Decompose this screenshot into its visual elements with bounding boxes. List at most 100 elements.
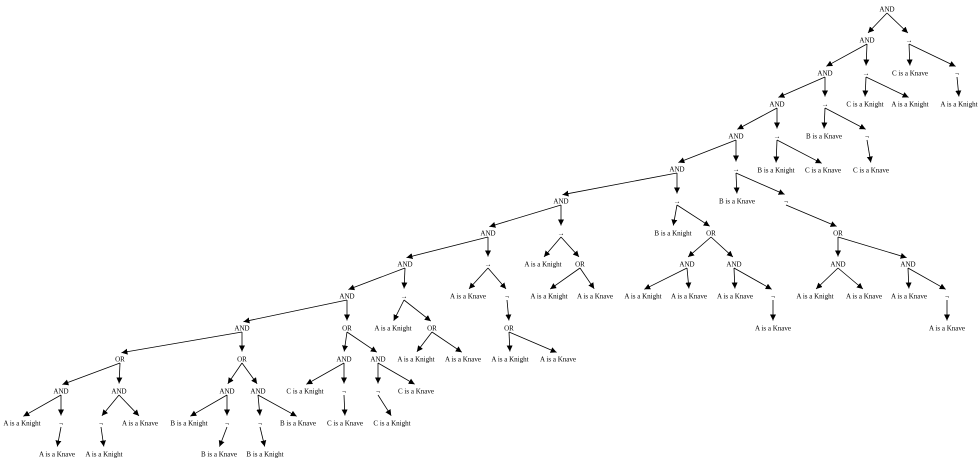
tree-node-label: AND <box>480 230 495 238</box>
tree-edge <box>23 394 62 417</box>
tree-edge <box>487 267 507 290</box>
tree-node-label: A is a Knight <box>940 101 977 109</box>
tree-edge <box>468 267 489 290</box>
tree-node-label: A is a Knight <box>397 356 434 364</box>
tree-edge <box>393 299 405 321</box>
tree-node-label: C is a Knave <box>892 70 928 78</box>
tree-node-label: → <box>863 70 870 78</box>
tree-node-label: AND <box>336 356 351 364</box>
tree-node-label: AND <box>900 261 915 269</box>
tree-node-label: ¬ <box>99 420 103 428</box>
tree-node-label: A is a Knight <box>491 356 528 364</box>
tree-edge <box>905 267 912 289</box>
tree-node-label: C is a Knave <box>327 420 363 428</box>
tree-node-label: AND <box>726 261 741 269</box>
tree-node-label: ¬ <box>865 133 869 141</box>
tree-node-label: A is a Knave <box>755 325 791 333</box>
tree-node-label: C is a Knave <box>853 167 889 175</box>
tree-edge <box>243 299 348 324</box>
tree-node-label: A is a Knight <box>891 101 928 109</box>
tree-node-label: A is a Knight <box>624 293 661 301</box>
tree-edge <box>55 426 62 447</box>
tree-node-label: AND <box>859 37 874 45</box>
tree-node-label: C is a Knight <box>286 388 323 396</box>
tree-edge <box>560 236 580 258</box>
tree-edge <box>867 12 888 34</box>
tree-edge <box>731 267 738 289</box>
tree-edge <box>348 267 406 291</box>
tree-edge <box>737 107 778 130</box>
tree-edge <box>710 236 734 258</box>
tree-node-label: → <box>401 293 408 301</box>
tree-node-label: AND <box>111 388 126 396</box>
tree-edge <box>733 267 772 290</box>
tree-node-label: A is a Knight <box>524 261 561 269</box>
tree-edge <box>579 267 595 290</box>
tree-node-label: C is a Knight <box>373 420 410 428</box>
tree-node-label: A is a Knave <box>39 451 75 459</box>
tree-node-label: A is a Knave <box>717 293 753 301</box>
tree-edge <box>733 172 740 194</box>
tree-node-label: A is a Knight <box>530 293 567 301</box>
tree-edge <box>671 204 678 226</box>
tree-edge <box>99 426 106 447</box>
tree-node-label: A is a Knave <box>450 293 486 301</box>
tree-edge <box>776 139 822 164</box>
tree-edge <box>401 267 408 289</box>
tree-node-label: AND <box>728 133 743 141</box>
tree-node-label: ¬ <box>376 388 380 396</box>
tree-edge <box>118 394 140 417</box>
tree-edge <box>685 267 692 289</box>
tree-node-label: A is a Knight <box>3 420 40 428</box>
tree-edge <box>863 43 870 66</box>
tree-edge <box>907 267 946 290</box>
tree-edge <box>62 362 121 386</box>
tree-edge <box>908 43 956 67</box>
tree-node-label: → <box>674 198 681 206</box>
tree-edge <box>543 236 562 258</box>
tree-node-label: A is a Knight <box>796 293 833 301</box>
tree-node-label: ¬ <box>945 293 949 301</box>
tree-node-label: AND <box>817 70 832 78</box>
tree-edge <box>785 204 837 227</box>
tree-node-label: B is a Knight <box>757 167 794 175</box>
tree-edge <box>377 394 392 416</box>
tree-edge <box>866 139 873 163</box>
tree-edge <box>241 362 258 385</box>
tree-edge <box>735 172 785 195</box>
tree-node-label: B is a Knight <box>246 451 283 459</box>
tree-node-label: A is a Knight <box>374 325 411 333</box>
tree-node-label: AND <box>679 261 694 269</box>
tree-edge <box>116 362 123 384</box>
tree-edge <box>505 299 512 321</box>
tree-node-label: A is a Knave <box>929 325 965 333</box>
tree-node-label: → <box>558 230 565 238</box>
tree-node-label: OR <box>427 325 437 333</box>
tree-node-label: → <box>906 37 913 45</box>
edges-layer <box>23 12 962 447</box>
tree-node-label: C is a Knave <box>398 388 434 396</box>
tree-node-label: A is a Knight <box>85 451 122 459</box>
tree-node-label: ¬ <box>258 420 262 428</box>
tree-node-label: ¬ <box>342 388 346 396</box>
tree-edge <box>865 76 909 98</box>
tree-node-label: OR <box>342 325 352 333</box>
tree-node-label: ¬ <box>771 293 775 301</box>
tree-node-label: OR <box>706 230 716 238</box>
tree-edge <box>506 331 513 352</box>
tree-node-label: B is a Knave <box>201 451 237 459</box>
tree-edge <box>886 12 909 34</box>
tree-node-label: A is a Knave <box>445 356 481 364</box>
tree-edge <box>687 236 712 258</box>
tree-node-label: A is a Knave <box>671 293 707 301</box>
tree-node-label: AND <box>250 388 265 396</box>
tree-edge <box>562 172 678 197</box>
tree-node-label: → <box>733 166 740 174</box>
tree-node-label: → <box>774 133 781 141</box>
tree-node-label: OR <box>115 356 125 364</box>
tree-edge <box>341 394 348 416</box>
tree-edge <box>121 331 243 355</box>
tree-node-label: OR <box>504 325 514 333</box>
tree-edge <box>826 43 868 67</box>
